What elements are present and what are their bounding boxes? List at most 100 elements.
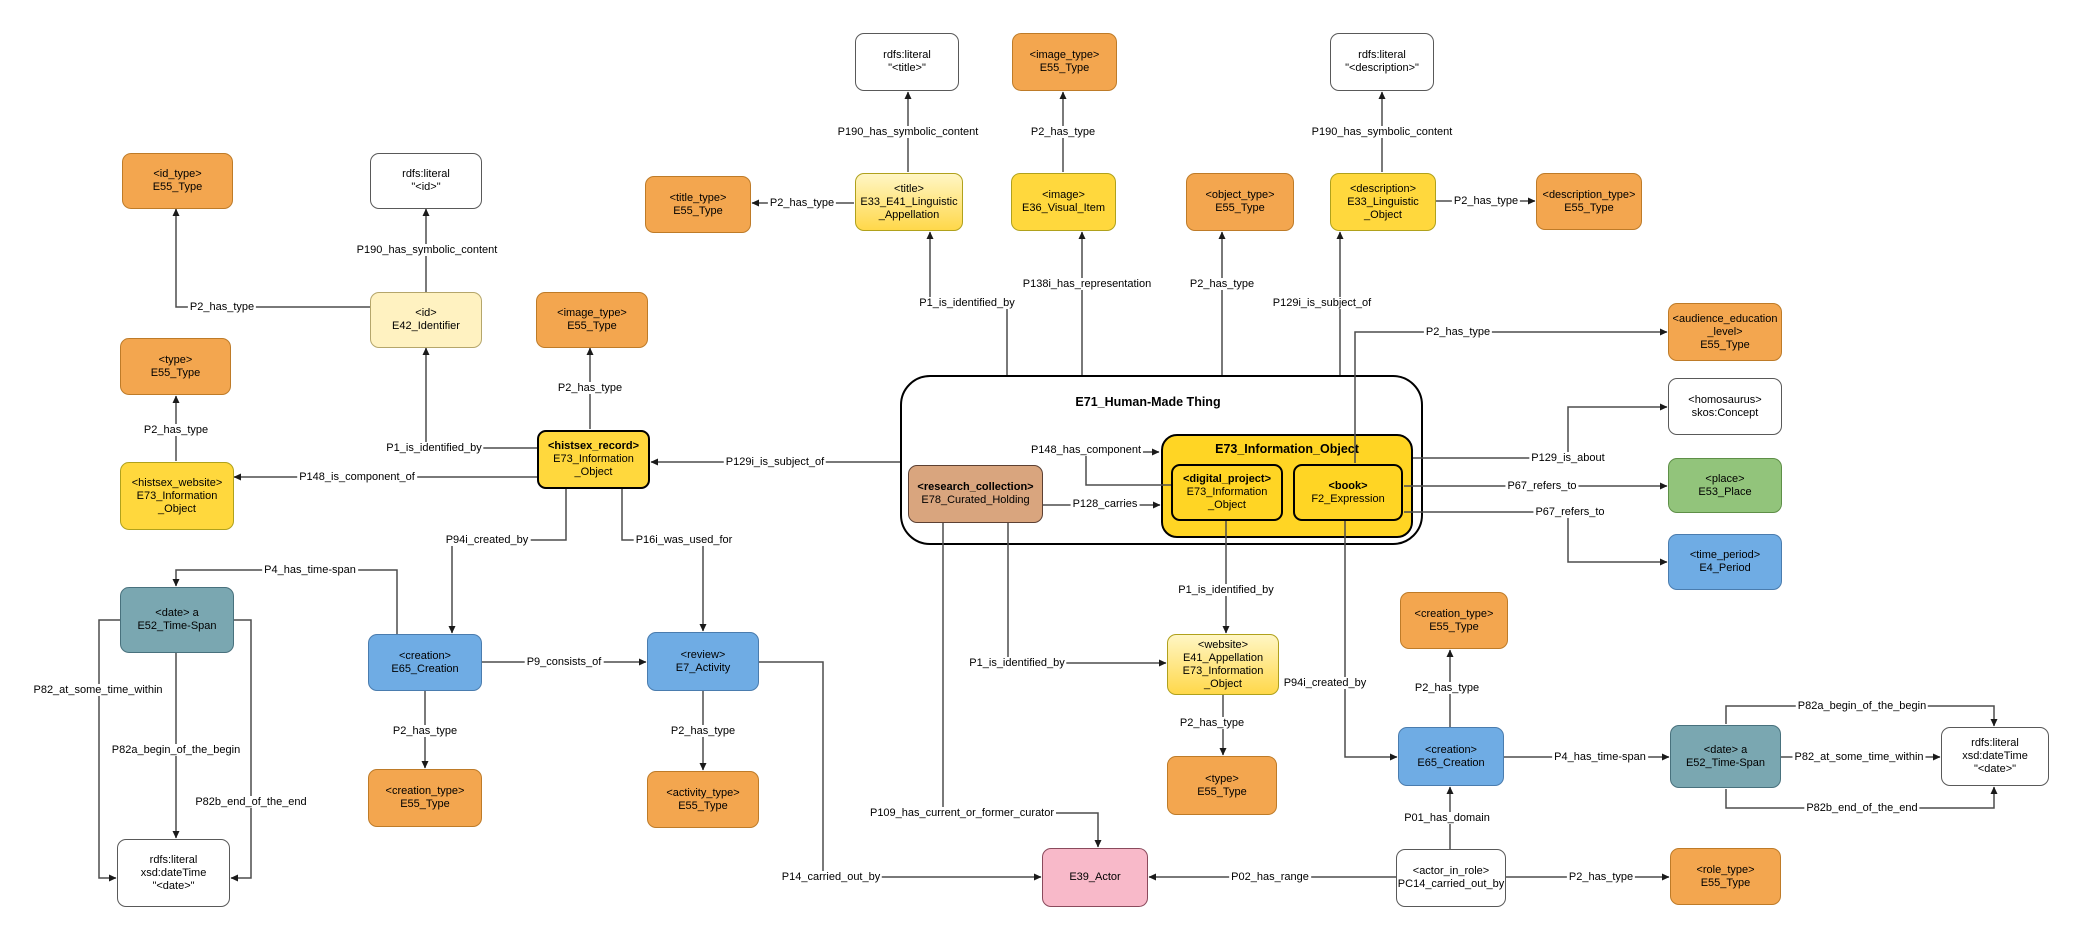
node-object-type[interactable]: <object_type>E55_Type [1186, 173, 1294, 231]
node-id-type[interactable]: <id_type>E55_Type [122, 153, 233, 209]
edge-label-record-review: P16i_was_used_for [633, 534, 735, 546]
node-homosaurus[interactable]: <homosaurus>skos:Concept [1668, 378, 1782, 435]
node-type2-line-0: <type> [1205, 772, 1239, 785]
node-histsex-website-line-1: E73_Information [136, 489, 218, 502]
node-activity-type[interactable]: <activity_type>E55_Type [647, 771, 759, 828]
edge-label-date2-begin: P82a_begin_of_the_begin [1795, 700, 1929, 712]
node-creation-type2-line-1: E55_Type [1429, 620, 1479, 633]
node-date2-line-1: E52_Time-Span [1685, 756, 1766, 769]
node-object-type-line-1: E55_Type [1215, 202, 1265, 214]
node-description-type-line-1: E55_Type [1564, 201, 1614, 214]
edge-label-air-creation2: P01_has_domain [1402, 812, 1492, 824]
node-description-line-2: _Object [1364, 208, 1402, 221]
node-image-type-top[interactable]: <image_type>E55_Type [1012, 33, 1117, 91]
node-id-literal-line-1: "<id>" [411, 181, 441, 193]
edge-label-dp-website: P1_is_identified_by [1176, 584, 1276, 596]
node-desc-literal-line-0: rdfs:literal [1358, 49, 1406, 61]
edge-label-e71-desc: P129i_is_subject_of [1270, 297, 1374, 309]
node-time-period[interactable]: <time_period>E4_Period [1668, 534, 1782, 590]
node-book-line-1: F2_Expression [1311, 492, 1385, 505]
node-book[interactable]: <book>F2_Expression [1293, 464, 1403, 521]
node-histsex-record-line-2: _Object [574, 466, 613, 478]
node-datetime-left-line-2: "<date>" [152, 879, 195, 892]
node-histsex-record[interactable]: <histsex_record>E73_Information_Object [537, 430, 650, 489]
node-object-type-line-0: <object_type> [1205, 189, 1275, 201]
node-datetime2-line-2: "<date>" [1973, 763, 2017, 775]
node-id-literal[interactable]: rdfs:literal"<id>" [370, 153, 482, 209]
edge-label-creation-date: P4_has_time-span [262, 564, 358, 576]
edge-group-homo [1413, 403, 1668, 459]
node-creation-left[interactable]: <creation>E65_Creation [368, 634, 482, 691]
node-date-left-line-1: E52_Time-Span [137, 620, 217, 632]
edge-label-creation-ctype: P2_has_type [390, 725, 460, 737]
node-datetime2-line-0: rdfs:literal [1971, 737, 2019, 749]
node-type-left[interactable]: <type>E55_Type [120, 338, 231, 395]
node-digital-project-line-1: E73_Information [1186, 486, 1268, 498]
node-actor-line-0: E39_Actor [1069, 871, 1121, 883]
edge-record-creation [448, 489, 567, 634]
node-id[interactable]: <id>E42_Identifier [370, 292, 482, 348]
edge-rc-curator [942, 523, 1102, 848]
node-review[interactable]: <review>E7_Activity [647, 632, 759, 691]
edge-book-audience [1354, 328, 1668, 463]
node-title-line-0: <title> [894, 182, 924, 195]
edge-label-title-literal: P190_has_symbolic_content [835, 126, 981, 138]
node-histsex-website[interactable]: <histsex_website>E73_Information_Object [120, 462, 234, 530]
node-research-collection-line-1: E78_Curated_Holding [921, 494, 1030, 506]
edge-label-id-literal: P190_has_symbolic_content [354, 244, 500, 256]
node-description[interactable]: <description>E33_Linguistic_Object [1330, 173, 1436, 231]
edge-p148comp [1085, 448, 1171, 486]
node-creation-type2[interactable]: <creation_type>E55_Type [1400, 592, 1508, 649]
container-label-e73-group: E73_Information_Object [1215, 442, 1359, 456]
edge-label-air-actor: P02_has_range [1229, 871, 1311, 883]
node-image-type-mid[interactable]: <image_type>E55_Type [536, 292, 648, 348]
node-role-type-line-1: E55_Type [1700, 876, 1751, 889]
edge-label-e71-title: P1_is_identified_by [917, 297, 1017, 309]
node-title[interactable]: <title>E33_E41_Linguistic_Appellation [855, 173, 963, 231]
edge-label-date-end-l: P82b_end_of_the_end [193, 796, 309, 808]
node-title-literal-line-1: "<title>" [888, 62, 926, 74]
node-image[interactable]: <image>E36_Visual_Item [1011, 173, 1116, 231]
node-type2[interactable]: <type>E55_Type [1167, 756, 1277, 815]
container-label-e71: E71_Human-Made Thing [1075, 395, 1221, 409]
node-research-collection[interactable]: <research_collection>E78_Curated_Holding [908, 465, 1043, 523]
node-research-collection-line-0: <research_collection> [917, 481, 1034, 493]
node-place[interactable]: <place>E53_Place [1668, 458, 1782, 513]
edge-label-title-titletype: P2_has_type [767, 197, 837, 209]
edge-label-record-imagetype: P2_has_type [555, 382, 625, 394]
node-title-line-1: E33_E41_Linguistic [860, 195, 958, 208]
node-description-type-line-0: <description_type> [1542, 188, 1636, 201]
node-id-line-1: E42_Identifier [392, 320, 460, 332]
node-id-line-0: <id> [415, 307, 437, 319]
edge-rc-website [1007, 523, 1167, 667]
node-histsex-record-line-1: E73_Information [553, 453, 634, 465]
node-actor-in-role[interactable]: <actor_in_role>PC14_carried_out_by [1396, 849, 1506, 907]
node-id-type-line-1: E55_Type [152, 181, 203, 193]
edge-label-book-creation2: P94i_created_by [1281, 677, 1369, 689]
node-website-line-3: _Object [1204, 677, 1242, 690]
edge-record-id [422, 347, 537, 449]
node-review-line-0: <review> [680, 648, 726, 661]
node-title-type[interactable]: <title_type>E55_Type [645, 176, 751, 233]
node-actor[interactable]: E39_Actor [1042, 848, 1148, 907]
edge-record-review [621, 489, 707, 632]
node-creation-type-left[interactable]: <creation_type>E55_Type [368, 769, 482, 827]
edge-label-group-homo: P129_is_about [1529, 452, 1607, 464]
node-digital-project[interactable]: <digital_project>E73_Information_Object [1171, 464, 1283, 521]
node-role-type[interactable]: <role_type>E55_Type [1670, 848, 1781, 905]
node-desc-literal[interactable]: rdfs:literal"<description>" [1330, 33, 1434, 91]
edge-label-air-roletype: P2_has_type [1566, 871, 1636, 883]
edge-label-book-time: P67_refers_to [1533, 506, 1607, 518]
node-description-type[interactable]: <description_type>E55_Type [1536, 173, 1642, 230]
edge-label-date2-within: P82_at_some_time_within [1792, 751, 1926, 763]
node-creation2[interactable]: <creation>E65_Creation [1398, 727, 1504, 786]
node-title-literal[interactable]: rdfs:literal"<title>" [855, 33, 959, 91]
edge-label-e71-objtype: P2_has_type [1187, 278, 1257, 290]
node-audience[interactable]: <audience_education_level>E55_Type [1668, 303, 1782, 361]
node-homosaurus-line-0: <homosaurus> [1688, 393, 1762, 406]
